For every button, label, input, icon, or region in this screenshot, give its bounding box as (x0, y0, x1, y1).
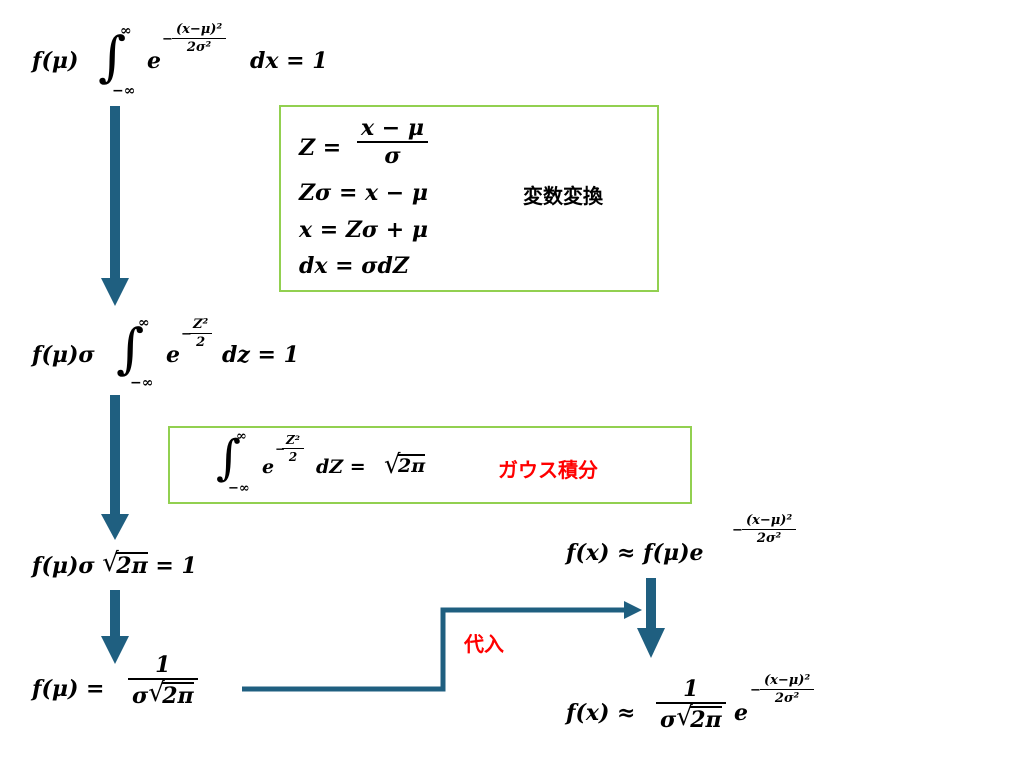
arrow-head-1 (101, 278, 129, 306)
eq4-lhs: f(μ) = (32, 676, 105, 702)
eq6-exp-den: 2σ² (760, 689, 815, 705)
eq4-num: 1 (155, 652, 171, 678)
eq5-exp-fraction: (x−μ)² 2σ² (742, 513, 797, 545)
gauss-radical-sign: √ (384, 450, 401, 480)
eq2-exp-fraction: Z² 2 (189, 317, 213, 349)
eq4-den-prefix: σ (132, 683, 149, 709)
eq6-sqrt: √2π (676, 702, 722, 733)
sub-line-2: Zσ = x − μ (299, 180, 429, 206)
eq1-lower-limit: −∞ (112, 83, 136, 99)
sub-line-3: x = Zσ + μ (299, 217, 429, 243)
eq6-den-prefix: σ (660, 707, 677, 733)
eq1-rhs: dx = 1 (250, 48, 328, 74)
gauss-exp-fraction: Z² 2 (282, 433, 305, 463)
gauss-upper-limit: ∞ (236, 429, 247, 444)
eq1-lhs: f(μ) (32, 48, 79, 74)
eq6-lhs: f(x) ≈ (566, 700, 636, 726)
eq1-exp-num: (x−μ)² (176, 22, 223, 37)
equation-3: f(μ)σ √ 2π = 1 (32, 548, 197, 579)
arrow-shaft-4 (646, 578, 656, 630)
arrow-head-2 (101, 514, 129, 540)
eq3-text: f(μ)σ (32, 553, 95, 579)
gauss-sqrt-value: 2π (398, 454, 426, 477)
sub-line-4: dx = σdZ (299, 253, 409, 279)
sub-line1-lhs: Z = (299, 135, 342, 161)
substitute-connector (242, 607, 625, 692)
gauss-base: e (262, 456, 275, 478)
eq2-exp-den: 2 (189, 333, 213, 349)
substitute-label: 代入 (464, 632, 504, 656)
arrow-head-4 (637, 628, 665, 658)
eq2-lhs: f(μ)σ (32, 342, 95, 368)
gauss-exp-num: Z² (286, 433, 301, 447)
arrow-head-3 (101, 636, 129, 664)
eq6-exp-num: (x−μ)² (764, 673, 811, 688)
eq6-num: 1 (683, 676, 699, 702)
eq1-upper-limit: ∞ (120, 23, 132, 39)
sub-line1-fraction: x − μ σ (357, 117, 428, 167)
eq4-fraction: 1 σ√2π (128, 654, 198, 707)
eq2-exp-sign: − (181, 327, 192, 342)
eq6-sqrt-value: 2π (690, 706, 722, 733)
eq2-exp-num: Z² (193, 317, 209, 332)
eq6-den: σ√2π (656, 702, 726, 731)
eq1-integral-sign: ∫ ∞ −∞ (98, 23, 136, 99)
gauss-exp-sign: − (275, 442, 286, 456)
gauss-integral-sign: ∫ ∞ −∞ (216, 429, 250, 496)
eq5-lhs: f(x) ≈ f(μ)e (566, 540, 704, 566)
eq1-exp-fraction: (x−μ)² 2σ² (172, 22, 227, 54)
substitution-box: Z = x − μ σ Zσ = x − μ x = Zσ + μ dx = σ… (279, 105, 659, 292)
eq3-sqrt-value: 2π (116, 552, 148, 579)
arrow-shaft-2 (110, 395, 120, 515)
eq6-base: e (734, 700, 748, 726)
eq2-rhs: dz = 1 (222, 342, 299, 368)
eq1-exp-sign: − (162, 32, 173, 47)
eq6-fraction: 1 σ√2π (656, 678, 726, 731)
eq5-exp-num: (x−μ)² (746, 513, 793, 528)
sub-line1-num: x − μ (361, 115, 424, 141)
eq6-exp-fraction: (x−μ)² 2σ² (760, 673, 815, 705)
eq6-radical-sign: √ (676, 702, 693, 732)
eq2-base: e (166, 342, 180, 368)
eq5-exp-sign: − (732, 523, 743, 538)
gauss-mid: dZ = (316, 456, 366, 478)
eq3-radical-sign: √ (102, 548, 119, 578)
eq4-sqrt-value: 2π (162, 682, 194, 709)
arrow-shaft-1 (110, 106, 120, 278)
eq3-rhs: = 1 (155, 553, 197, 579)
gauss-lower-limit: −∞ (228, 481, 250, 496)
eq4-sqrt: √2π (148, 678, 194, 709)
sub-line1-den: σ (357, 141, 428, 167)
arrow-shaft-3 (110, 590, 120, 638)
gauss-exp-den: 2 (282, 448, 305, 463)
eq5-exp-den: 2σ² (742, 529, 797, 545)
eq6-exp-sign: − (750, 683, 761, 698)
gauss-integral-box: ∫ ∞ −∞ e − Z² 2 dZ = √ 2π ガウス積分 (168, 426, 692, 504)
variable-change-label: 変数変換 (523, 184, 603, 208)
eq4-radical-sign: √ (148, 678, 165, 708)
eq1-base: e (147, 48, 161, 74)
eq3-sqrt: √ 2π (102, 548, 148, 579)
eq2-integral-sign: ∫ ∞ −∞ (116, 315, 154, 391)
eq2-upper-limit: ∞ (138, 315, 150, 331)
substitute-arrow-head (624, 601, 642, 619)
eq1-exp-den: 2σ² (172, 38, 227, 54)
eq4-den: σ√2π (128, 678, 198, 707)
gauss-sqrt: √ 2π (384, 450, 426, 480)
gauss-integral-label: ガウス積分 (498, 458, 598, 482)
eq2-lower-limit: −∞ (130, 375, 154, 391)
